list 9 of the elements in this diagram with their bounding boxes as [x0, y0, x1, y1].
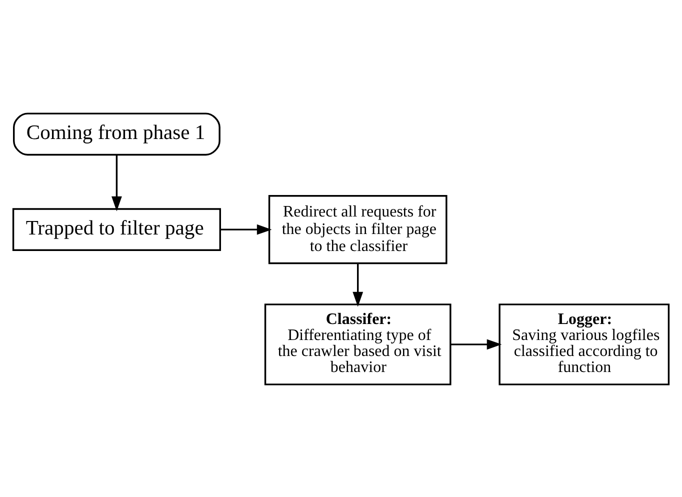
node-box: Coming from phase 1 [13, 112, 220, 156]
arrow [112, 154, 122, 211]
node-box: Redirect all requests for the objects in filter page to the classifier [268, 194, 448, 264]
node-box: Trapped to filter page [12, 208, 221, 250]
node-box: Logger: Saving various logfiles classified according to function [498, 303, 670, 385]
arrow [450, 338, 502, 350]
node-box: Classifer: Differentiating type of the crawler based on visit behavior [264, 303, 452, 385]
arrow [220, 224, 272, 234]
arrow [352, 263, 364, 306]
